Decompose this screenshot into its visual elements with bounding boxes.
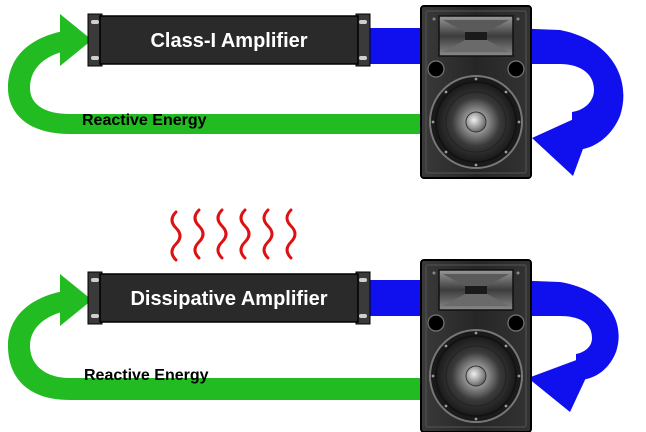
speaker-icon [420, 259, 532, 432]
panel-class-i: Class-I Amplifier Reactive Energy [8, 5, 624, 179]
reactive-energy-label: Reactive Energy [84, 367, 209, 384]
reactive-energy-arrow [8, 14, 444, 134]
reactive-energy-arrow [8, 274, 444, 400]
dissipative-amplifier: Dissipative Amplifier [87, 271, 371, 325]
amplifier-label: Class-I Amplifier [150, 30, 307, 52]
speaker-icon [420, 5, 532, 179]
panel-dissipative: Dissipative Amplifier Reactive Energy [8, 208, 619, 432]
class-i-amplifier: Class-I Amplifier [87, 13, 371, 67]
reactive-energy-label: Reactive Energy [82, 112, 207, 129]
amplifier-label: Dissipative Amplifier [130, 288, 327, 310]
heat-icon [170, 208, 297, 262]
